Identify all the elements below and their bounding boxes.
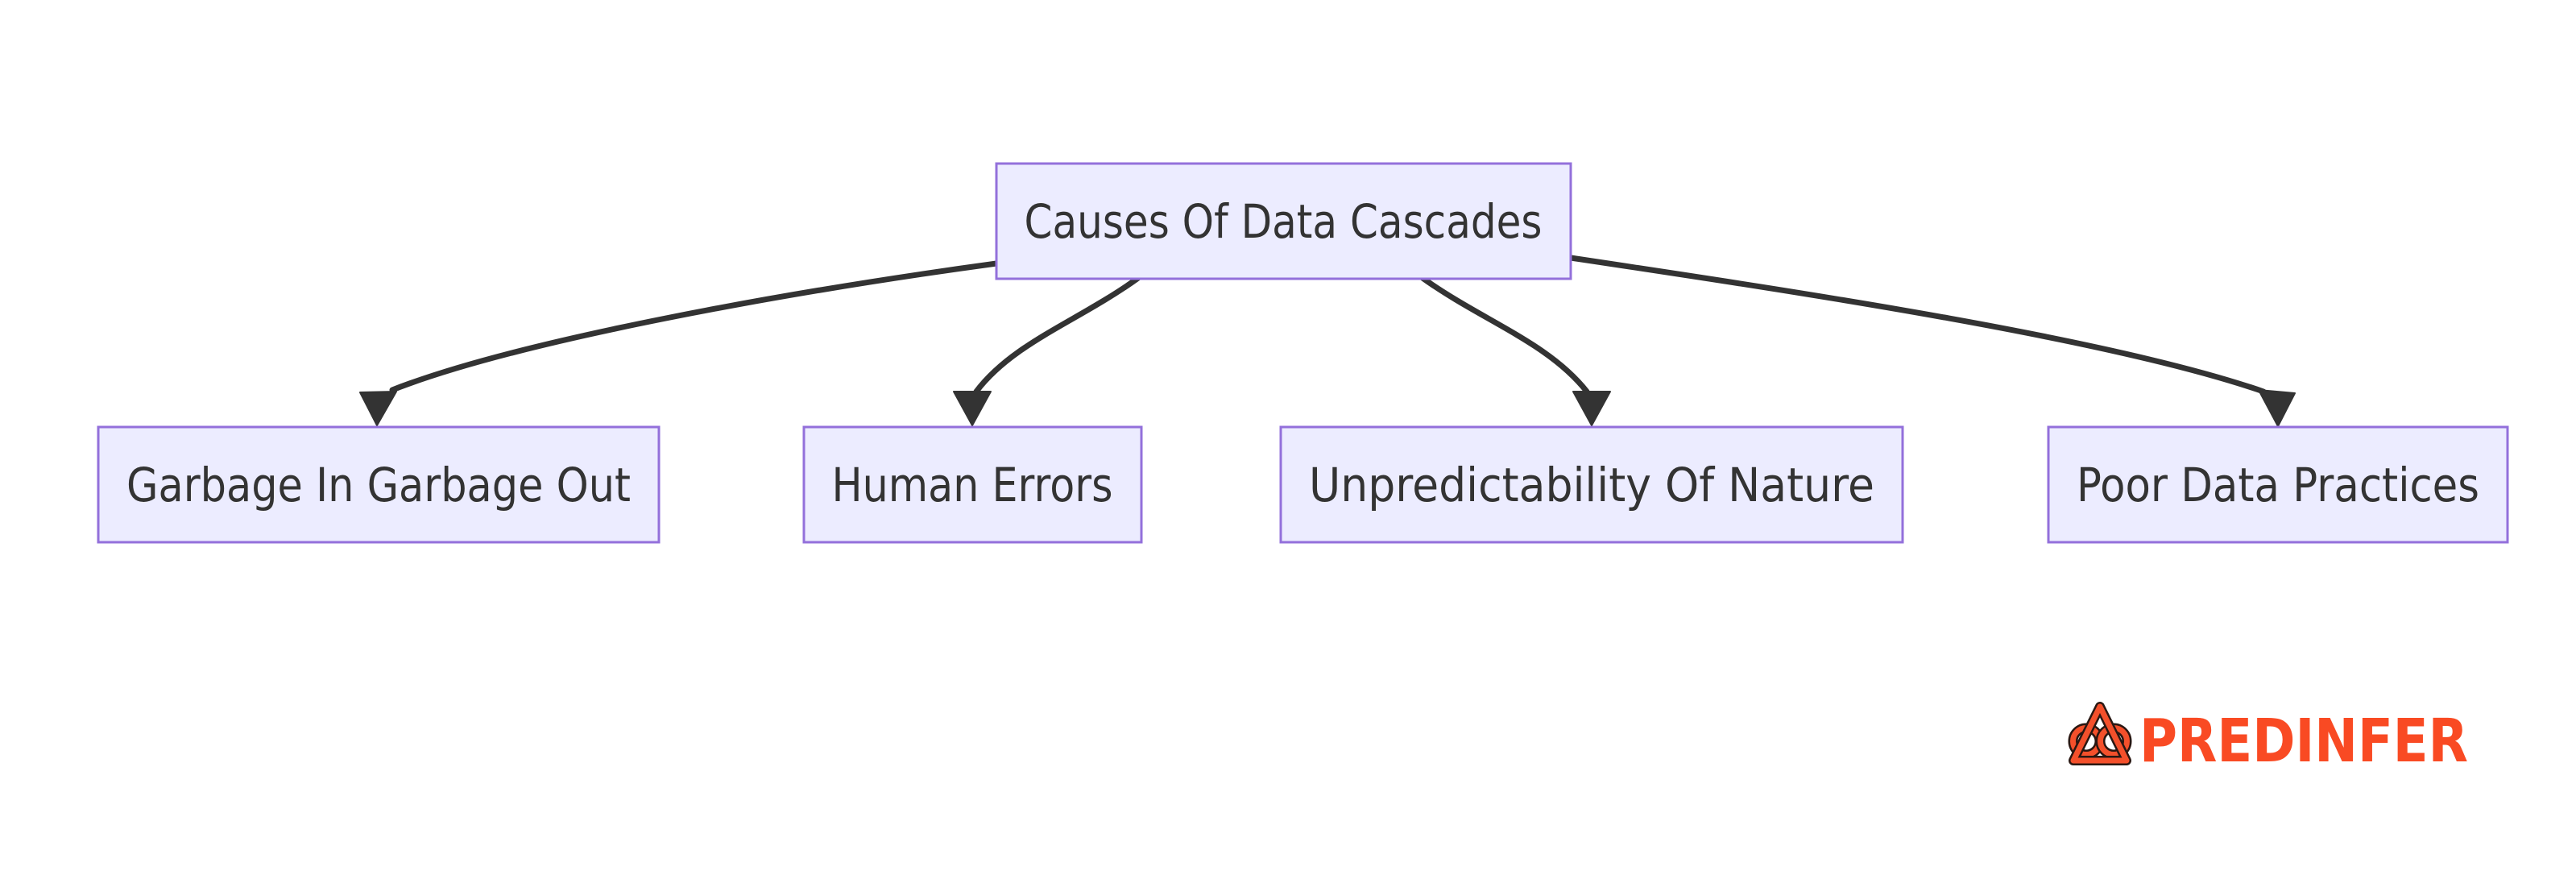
node-label: Poor Data Practices (2077, 458, 2479, 512)
node-garbage-in-garbage-out: Garbage In Garbage Out (97, 425, 661, 544)
node-label: Garbage In Garbage Out (126, 458, 631, 512)
arrowhead-human-errors-icon (953, 391, 992, 426)
node-label: Human Errors (832, 458, 1113, 512)
node-box (97, 425, 661, 544)
node-unpredictability-of-nature: Unpredictability Of Nature (1279, 425, 1904, 544)
logo-wordmark: PREDINFER (2139, 707, 2468, 776)
predinfer-logo: PREDINFER (2068, 702, 2468, 776)
node-box (995, 162, 1572, 280)
arrowhead-garbage-icon (359, 391, 397, 426)
edge-causes-to-garbage (389, 260, 1000, 393)
node-box (2047, 425, 2509, 544)
edge-causes-to-poor-practices (1568, 255, 2267, 395)
node-box (1279, 425, 1904, 544)
node-label: Unpredictability Of Nature (1309, 458, 1874, 512)
arrowhead-poor-practices-icon (2258, 389, 2296, 427)
node-causes-of-data-cascades: Causes Of Data Cascades (995, 162, 1572, 280)
node-human-errors: Human Errors (802, 425, 1143, 544)
triangle-double-ring-icon (2068, 702, 2132, 765)
arrowhead-unpredictability-icon (1572, 391, 1611, 426)
edge-causes-to-human-errors (973, 275, 1141, 395)
node-box (802, 425, 1143, 544)
edge-group (359, 255, 2296, 427)
node-poor-data-practices: Poor Data Practices (2047, 425, 2509, 544)
edge-causes-to-unpredictability (1419, 275, 1590, 395)
node-label: Causes Of Data Cascades (1025, 194, 1543, 249)
